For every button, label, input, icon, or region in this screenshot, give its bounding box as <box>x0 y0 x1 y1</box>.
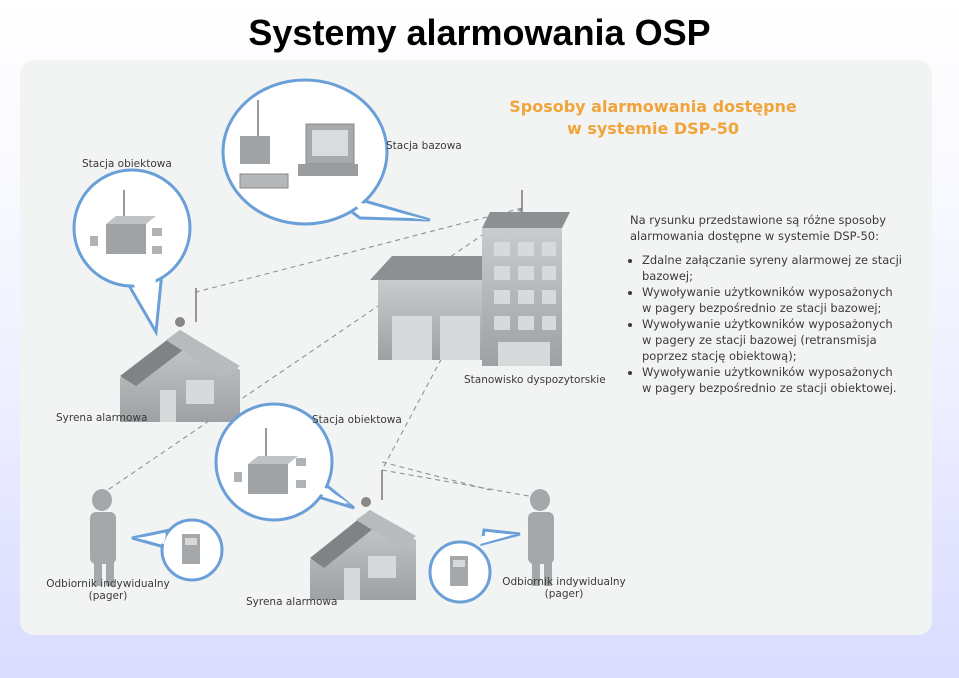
diagram-graphics <box>72 78 570 604</box>
label-pager-right: Odbiornik indywidualny (pager) <box>494 576 634 600</box>
siren-house-bottom <box>310 470 416 600</box>
label-pager-left-line-2: (pager) <box>88 590 128 602</box>
description-bullet: Wywoływanie użytkowników wyposażonych w … <box>642 284 902 316</box>
person-left <box>90 489 116 586</box>
description: Na rysunku przedstawione są różne sposob… <box>630 212 902 396</box>
label-object-station-top: Stacja obiektowa <box>82 158 172 170</box>
slide-title: Systemy alarmowania OSP <box>248 12 711 53</box>
heading-line-2: w systemie DSP-50 <box>566 119 740 138</box>
label-pager-left: Odbiornik indywidualny (pager) <box>38 578 178 602</box>
label-dispatcher: Stanowisko dyspozytorskie <box>464 374 606 386</box>
label-base-station: Stacja bazowa <box>386 140 462 152</box>
alarm-system-diagram: Sposoby alarmowania dostępne w systemie … <box>20 60 932 635</box>
label-object-station-mid: Stacja obiektowa <box>312 414 402 426</box>
heading-line-1: Sposoby alarmowania dostępne <box>509 97 797 116</box>
description-bullet: Zdalne załączanie syreny alarmowej ze st… <box>642 252 902 284</box>
dispatcher-building <box>370 190 570 366</box>
label-pager-right-line-2: (pager) <box>544 588 584 600</box>
siren-house-top <box>120 288 240 422</box>
bubble-pager-right <box>428 528 521 604</box>
bubble-base-station <box>221 78 431 226</box>
description-intro: Na rysunku przedstawione są różne sposob… <box>630 213 887 243</box>
label-pager-right-line-1: Odbiornik indywidualny <box>502 576 626 588</box>
diagram-heading: Sposoby alarmowania dostępne w systemie … <box>498 96 808 140</box>
person-right <box>528 489 554 586</box>
description-list: Zdalne załączanie syreny alarmowej ze st… <box>630 252 902 396</box>
link-siren-to-pager-right-2 <box>381 461 491 491</box>
label-siren-bottom: Syrena alarmowa <box>246 596 338 608</box>
description-bullet: Wywoływanie użytkowników wyposażonych w … <box>642 316 902 364</box>
bubble-object-station-mid <box>214 402 355 522</box>
description-bullet: Wywoływanie użytkowników wyposażonych w … <box>642 364 902 396</box>
bubble-pager-left <box>131 518 224 582</box>
label-siren-top: Syrena alarmowa <box>56 412 148 424</box>
link-base-to-siren-top <box>195 207 523 293</box>
label-pager-left-line-1: Odbiornik indywidualny <box>46 578 170 590</box>
link-siren-to-pager-right <box>381 469 541 499</box>
bubble-object-station-top <box>72 168 192 337</box>
